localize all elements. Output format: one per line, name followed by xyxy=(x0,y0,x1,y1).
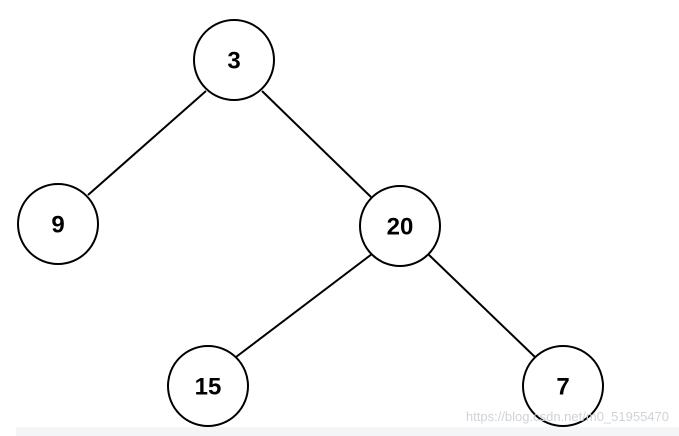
edge-20-7 xyxy=(427,253,536,358)
tree-node-7: 7 xyxy=(522,345,604,427)
edge-3-20 xyxy=(261,90,373,199)
bottom-band xyxy=(16,427,679,436)
watermark-text: https://blog.csdn.net/m0_51955470 xyxy=(465,409,669,424)
tree-node-9: 9 xyxy=(17,183,99,265)
tree-node-15: 15 xyxy=(167,345,249,427)
tree-node-7-label: 7 xyxy=(556,374,569,401)
tree-node-20-label: 20 xyxy=(387,214,414,241)
edge-20-15 xyxy=(235,253,373,358)
tree-node-3: 3 xyxy=(193,19,275,101)
tree-node-3-label: 3 xyxy=(227,48,240,75)
tree-node-15-label: 15 xyxy=(195,374,222,401)
edge-3-9 xyxy=(87,90,207,196)
tree-node-20: 20 xyxy=(359,185,441,267)
tree-node-9-label: 9 xyxy=(51,212,64,239)
